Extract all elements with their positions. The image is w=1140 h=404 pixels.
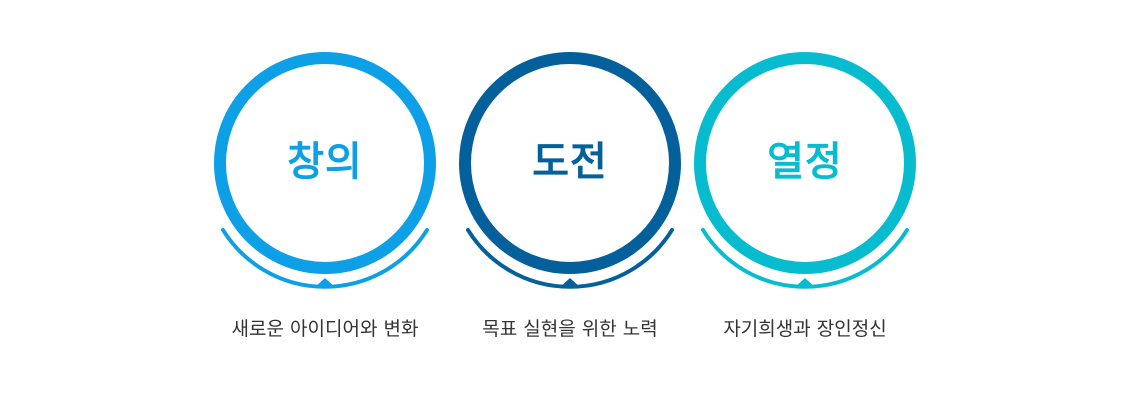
- value-title: 도전: [532, 139, 608, 185]
- pointer-triangle-icon: [559, 278, 581, 288]
- value-card-challenge: 도전 목표 실현을 위한 노력: [450, 40, 690, 360]
- pointer-triangle-icon: [314, 278, 336, 288]
- ring-circle: [459, 52, 681, 274]
- ring-graphic: [694, 52, 916, 289]
- value-card-passion: 열정 자기희생과 장인정신: [685, 40, 925, 360]
- value-description: 목표 실현을 위한 노력: [482, 318, 658, 340]
- ring-graphic: [214, 52, 436, 289]
- value-title: 창의: [287, 139, 363, 185]
- pointer-triangle-icon: [794, 278, 816, 288]
- ring-graphic: [459, 52, 681, 289]
- value-card-creativity: 창의 새로운 아이디어와 변화: [205, 40, 445, 360]
- ring-circle: [214, 52, 436, 274]
- value-title: 열정: [767, 139, 843, 185]
- value-description: 새로운 아이디어와 변화: [231, 318, 419, 340]
- value-description: 자기희생과 장인정신: [723, 318, 887, 340]
- ring-circle: [694, 52, 916, 274]
